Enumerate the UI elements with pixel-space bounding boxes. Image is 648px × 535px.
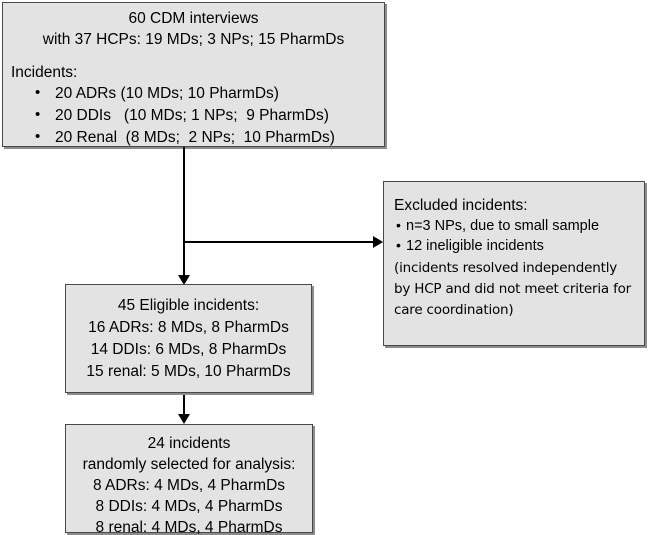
eligible-incidents-box: 45 Eligible incidents: 16 ADRs: 8 MDs, 8… — [65, 284, 312, 393]
list-item: 20 ADRs (10 MDs; 10 PharmDs) — [35, 82, 384, 105]
horizontal-connector-to-excluded — [184, 241, 376, 243]
eligible-line: 15 renal: 5 MDs, 10 PharmDs — [86, 363, 291, 380]
list-item: 20 DDIs (10 MDs; 1 NPs; 9 PharmDs) — [35, 104, 384, 127]
selected-line: 8 ADRs: 4 MDs, 4 PharmDs — [92, 477, 286, 494]
selected-line: 8 DDIs: 4 MDs, 4 PharmDs — [95, 498, 283, 515]
eligible-line: 16 ADRs: 8 MDs, 8 PharmDs — [88, 319, 289, 336]
eligible-line: 45 Eligible incidents: — [117, 297, 260, 314]
excluded-title: Excluded incidents: — [394, 197, 528, 214]
excluded-note-line: by HCP and did not meet criteria for — [394, 281, 632, 297]
excluded-note-line: care coordination) — [394, 302, 514, 318]
arrowhead-down-icon — [178, 275, 190, 285]
incidents-list: 20 ADRs (10 MDs; 10 PharmDs) 20 DDIs (10… — [3, 82, 384, 149]
list-item: 20 Renal (8 MDs; 2 NPs; 10 PharmDs) — [35, 126, 384, 149]
excluded-note-line: (incidents resolved independently — [394, 260, 618, 276]
interviews-header: 60 CDM interviews — [128, 10, 259, 27]
selected-incidents-box: 24 incidents randomly selected for analy… — [65, 424, 313, 535]
vertical-connector-from-interviews — [183, 147, 185, 277]
list-item: n=3 NPs, due to small sample — [396, 215, 644, 236]
excluded-list: n=3 NPs, due to small sample 12 ineligib… — [384, 215, 644, 256]
arrowhead-down-icon — [178, 414, 190, 424]
arrowhead-right-icon — [373, 236, 383, 248]
incidents-label: Incidents: — [11, 64, 78, 81]
vertical-connector-to-selected — [183, 393, 185, 416]
eligible-line: 14 DDIs: 6 MDs, 8 PharmDs — [90, 341, 287, 358]
list-item: 12 ineligible incidents — [396, 235, 644, 256]
selected-line: randomly selected for analysis: — [82, 456, 296, 473]
selected-line: 24 incidents — [147, 435, 231, 452]
interviews-subheader: with 37 HCPs: 19 MDs; 3 NPs; 15 PharmDs — [42, 31, 345, 48]
interviews-box: 60 CDM interviews with 37 HCPs: 19 MDs; … — [2, 2, 385, 149]
selected-line: 8 renal: 4 MDs, 4 PharmDs — [95, 519, 283, 535]
excluded-incidents-box: Excluded incidents: n=3 NPs, due to smal… — [383, 181, 645, 346]
